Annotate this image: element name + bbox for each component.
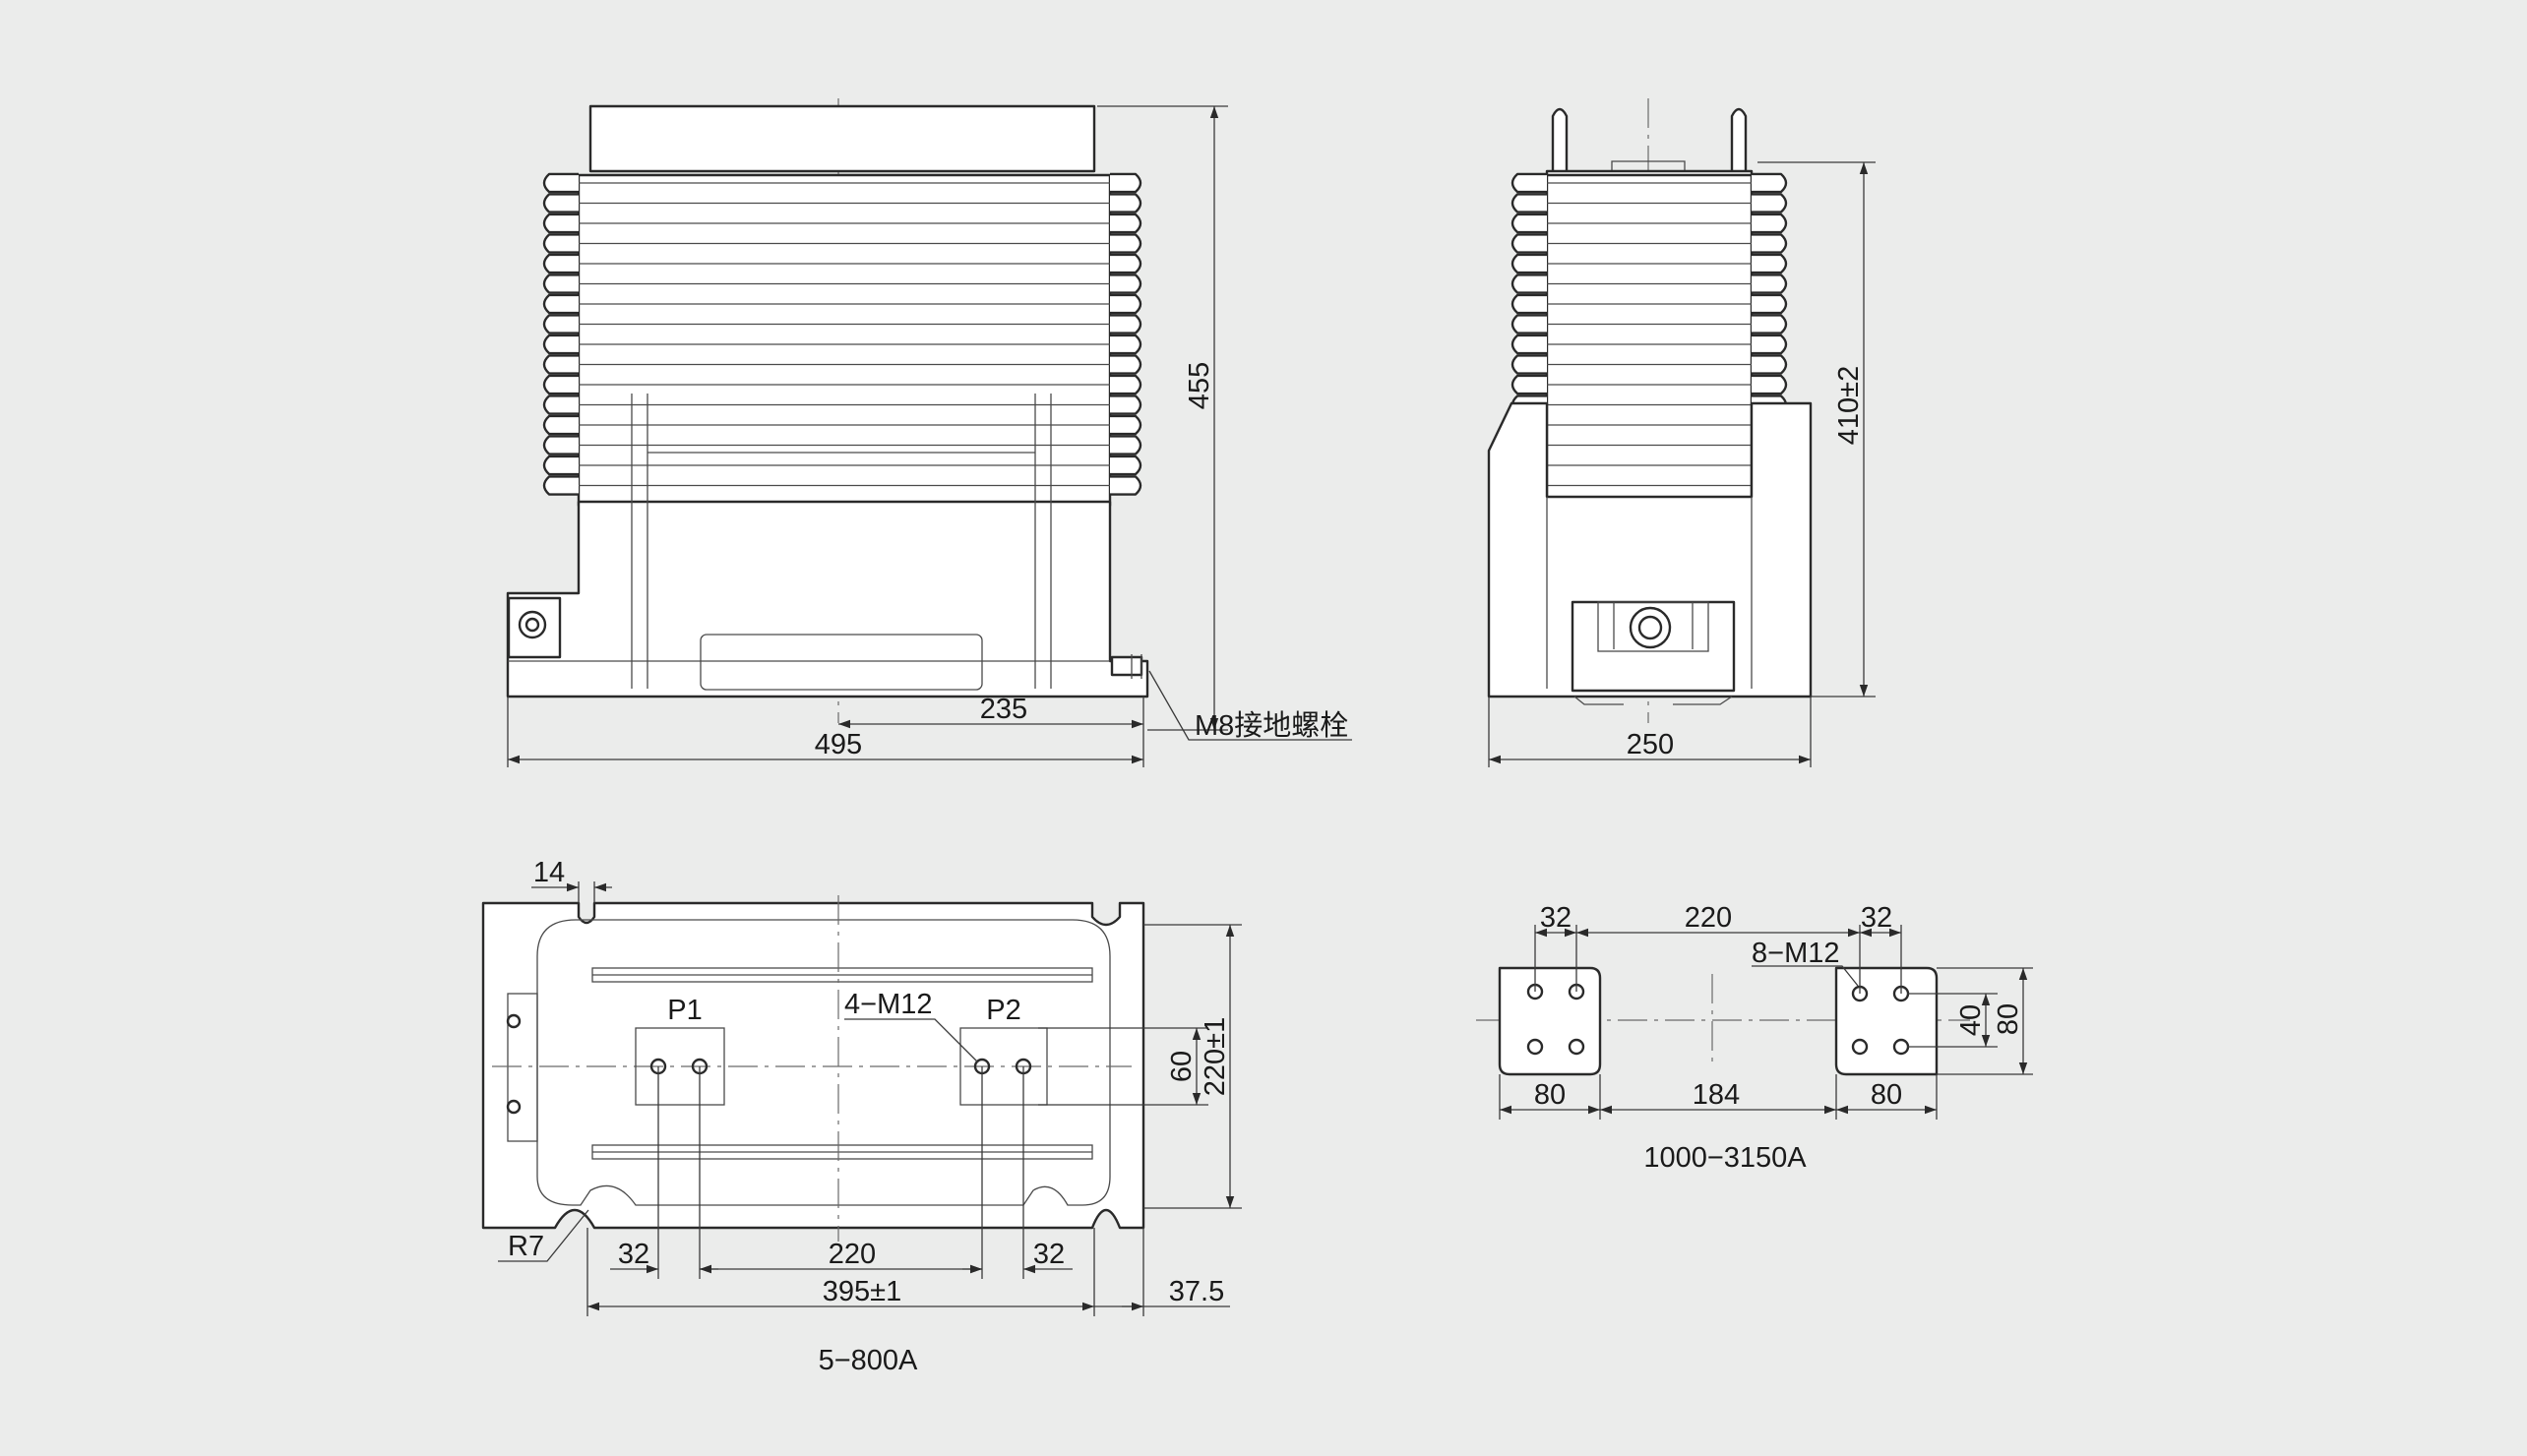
- detail-thread-note: 8−M12: [1752, 938, 1839, 969]
- bottom-edge-dim: 14: [533, 857, 565, 888]
- bottom-view: P1 P2 4−M12 14 60 220±1 R7: [481, 857, 1242, 1376]
- front-base-dim: 495: [815, 729, 862, 760]
- detail-pad-height-dim: 80: [1993, 1003, 2024, 1035]
- detail-gap-dim: 184: [1693, 1079, 1740, 1111]
- terminal-detail: 32 220 32 8−M12 40 80 80 184 80 1000−315…: [1476, 902, 2033, 1174]
- insulator-fin: [542, 334, 1142, 355]
- insulator-fin: [542, 233, 1142, 254]
- detail-right-pad: [1834, 966, 1939, 1076]
- terminal-spacing-dim: 220: [829, 1239, 876, 1270]
- front-nameplate: [700, 634, 983, 691]
- insulator-fin: [542, 293, 1142, 315]
- side-width-dim: 250: [1627, 729, 1674, 760]
- front-terminal-box: [507, 596, 562, 659]
- side-terminal-bolt: [1637, 615, 1663, 640]
- side-height-dim: 410±2: [1833, 366, 1865, 445]
- insulator-fin: [542, 475, 1142, 496]
- fin-body: [1545, 173, 1754, 508]
- detail-thread-leader: [1752, 965, 1859, 987]
- insulator-fin: [542, 253, 1142, 274]
- hole-spacing-dim: 60: [1166, 1051, 1198, 1082]
- ground-bolt-note: M8接地螺栓: [1195, 709, 1348, 742]
- end-dim: 37.5: [1169, 1276, 1224, 1307]
- insulator-fin: [542, 414, 1142, 436]
- insulator-fin: [542, 314, 1142, 334]
- detail-left-hole: [1568, 1038, 1585, 1056]
- insulator-fin: [1510, 293, 1788, 315]
- terminal-p1-label: P1: [667, 995, 702, 1026]
- insulator-fin: [542, 354, 1142, 375]
- mount-length-dim: 395±1: [823, 1276, 901, 1307]
- thread-note: 4−M12: [844, 989, 932, 1020]
- front-view: 455 235 495 M8接地螺栓: [506, 98, 1352, 767]
- bottom-side-bolt: [506, 1099, 522, 1115]
- insulator-fin: [1510, 212, 1788, 234]
- side-base-feet: [1573, 696, 1733, 705]
- insulator-fin: [1510, 273, 1788, 294]
- insulator-fin: [542, 193, 1142, 213]
- front-terminal-bolt: [518, 610, 547, 639]
- insulator-fin: [1510, 314, 1788, 334]
- side-top-terminal: [1730, 107, 1748, 177]
- bottom-outline: [481, 901, 1145, 1230]
- detail-right-hole: [1851, 1038, 1869, 1056]
- insulator-fin: [542, 455, 1142, 476]
- insulator-fin: [1510, 193, 1788, 213]
- ground-bolt-leader: [1148, 670, 1352, 741]
- front-half-base-dim: 235: [980, 694, 1027, 725]
- insulator-fin: [542, 394, 1142, 415]
- bottom-caption: 5−800A: [819, 1345, 918, 1376]
- left-offset-dim: 32: [618, 1239, 649, 1270]
- mount-width-dim: 220±1: [1200, 1017, 1231, 1096]
- front-top-cap: [588, 104, 1096, 173]
- front-lower-body: [506, 500, 1149, 698]
- fin-body: [577, 173, 1112, 508]
- side-view: 410±2 250: [1487, 98, 1876, 767]
- detail-top-spacing-dim: 220: [1685, 902, 1732, 934]
- side-top-plate: [1611, 160, 1686, 175]
- insulator-fin: [542, 273, 1142, 294]
- insulator-fin: [1510, 233, 1788, 254]
- insulator-fin: [542, 212, 1142, 234]
- radius-note: R7: [508, 1231, 544, 1262]
- detail-hole-spacing-dim: 40: [1955, 1004, 1987, 1036]
- radius-note-leader: [498, 1209, 589, 1262]
- detail-top-right-dim: 32: [1861, 902, 1892, 934]
- insulator-fin: [1510, 172, 1788, 194]
- insulator-fin: [1510, 354, 1788, 375]
- insulator-fin: [1510, 374, 1788, 395]
- front-terminal-bolt: [524, 617, 540, 633]
- insulator-fin: [1510, 334, 1788, 355]
- side-terminal-bolt: [1629, 606, 1672, 649]
- terminal-p1-pad: [635, 1027, 725, 1106]
- front-height-dim: 455: [1184, 362, 1215, 409]
- side-terminal-block-inner: [1597, 601, 1709, 652]
- detail-left-pad-width-dim: 80: [1534, 1079, 1566, 1111]
- insulator-fin: [1510, 253, 1788, 274]
- insulator-fin: [542, 374, 1142, 395]
- right-offset-dim: 32: [1033, 1239, 1065, 1270]
- detail-left-hole: [1526, 1038, 1544, 1056]
- bottom-side-fitting: [507, 993, 538, 1142]
- thread-note-leader: [844, 1018, 979, 1063]
- terminal-p2-label: P2: [986, 995, 1020, 1026]
- terminal-p2-pad: [959, 1027, 1048, 1106]
- detail-top-left-dim: 32: [1540, 902, 1572, 934]
- detail-left-pad: [1498, 966, 1602, 1076]
- detail-right-pad-width-dim: 80: [1871, 1079, 1902, 1111]
- insulator-fin: [542, 172, 1142, 194]
- ground-bolt-icon: [1110, 655, 1143, 677]
- side-fin-stack: [1510, 172, 1788, 508]
- insulator-fin: [542, 435, 1142, 455]
- bottom-side-bolt: [506, 1013, 522, 1029]
- side-top-terminal: [1551, 107, 1569, 177]
- bottom-inner-panel: [536, 919, 1111, 1206]
- detail-caption: 1000−3150A: [1643, 1142, 1807, 1174]
